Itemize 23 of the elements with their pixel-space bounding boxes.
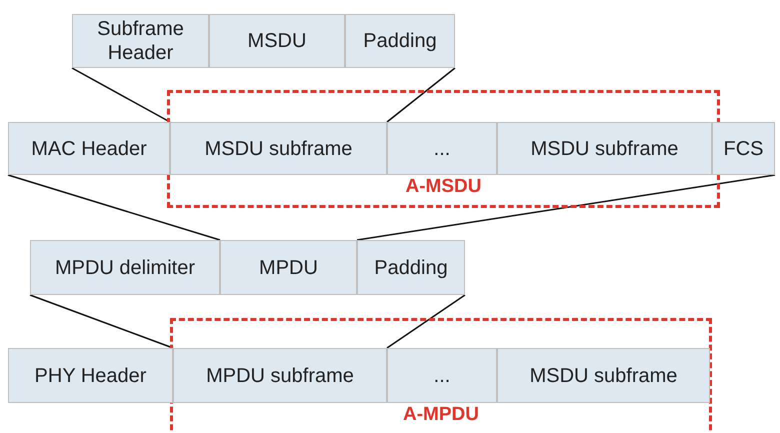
frame-field: FCS: [712, 122, 775, 175]
dashed-group-frame: [167, 90, 720, 208]
frame-field: MPDU: [220, 240, 357, 295]
frame-field: PHY Header: [8, 348, 173, 403]
frame-field: MPDU subframe: [173, 348, 387, 403]
frame-field: MSDU: [209, 14, 345, 68]
frame-field: ...: [387, 348, 497, 403]
connector-line: [356, 174, 776, 241]
frame-field: Padding: [345, 14, 455, 68]
frame-field: MSDU subframe: [497, 348, 710, 403]
frame-field: Padding: [357, 240, 465, 295]
frame-field: MAC Header: [8, 122, 170, 175]
frame-field: MSDU subframe: [170, 122, 387, 175]
connector-line: [8, 174, 220, 241]
connector-line: [386, 294, 466, 349]
frame-field: ...: [387, 122, 497, 175]
frame-field: Subframe Header: [72, 14, 209, 68]
group-label: A-MPDU: [403, 404, 479, 426]
group-label: A-MSDU: [406, 176, 482, 198]
dashed-group-frame: [170, 318, 712, 433]
frame-field: MPDU delimiter: [30, 240, 220, 295]
frame-field: MSDU subframe: [497, 122, 712, 175]
connector-line: [386, 67, 456, 123]
